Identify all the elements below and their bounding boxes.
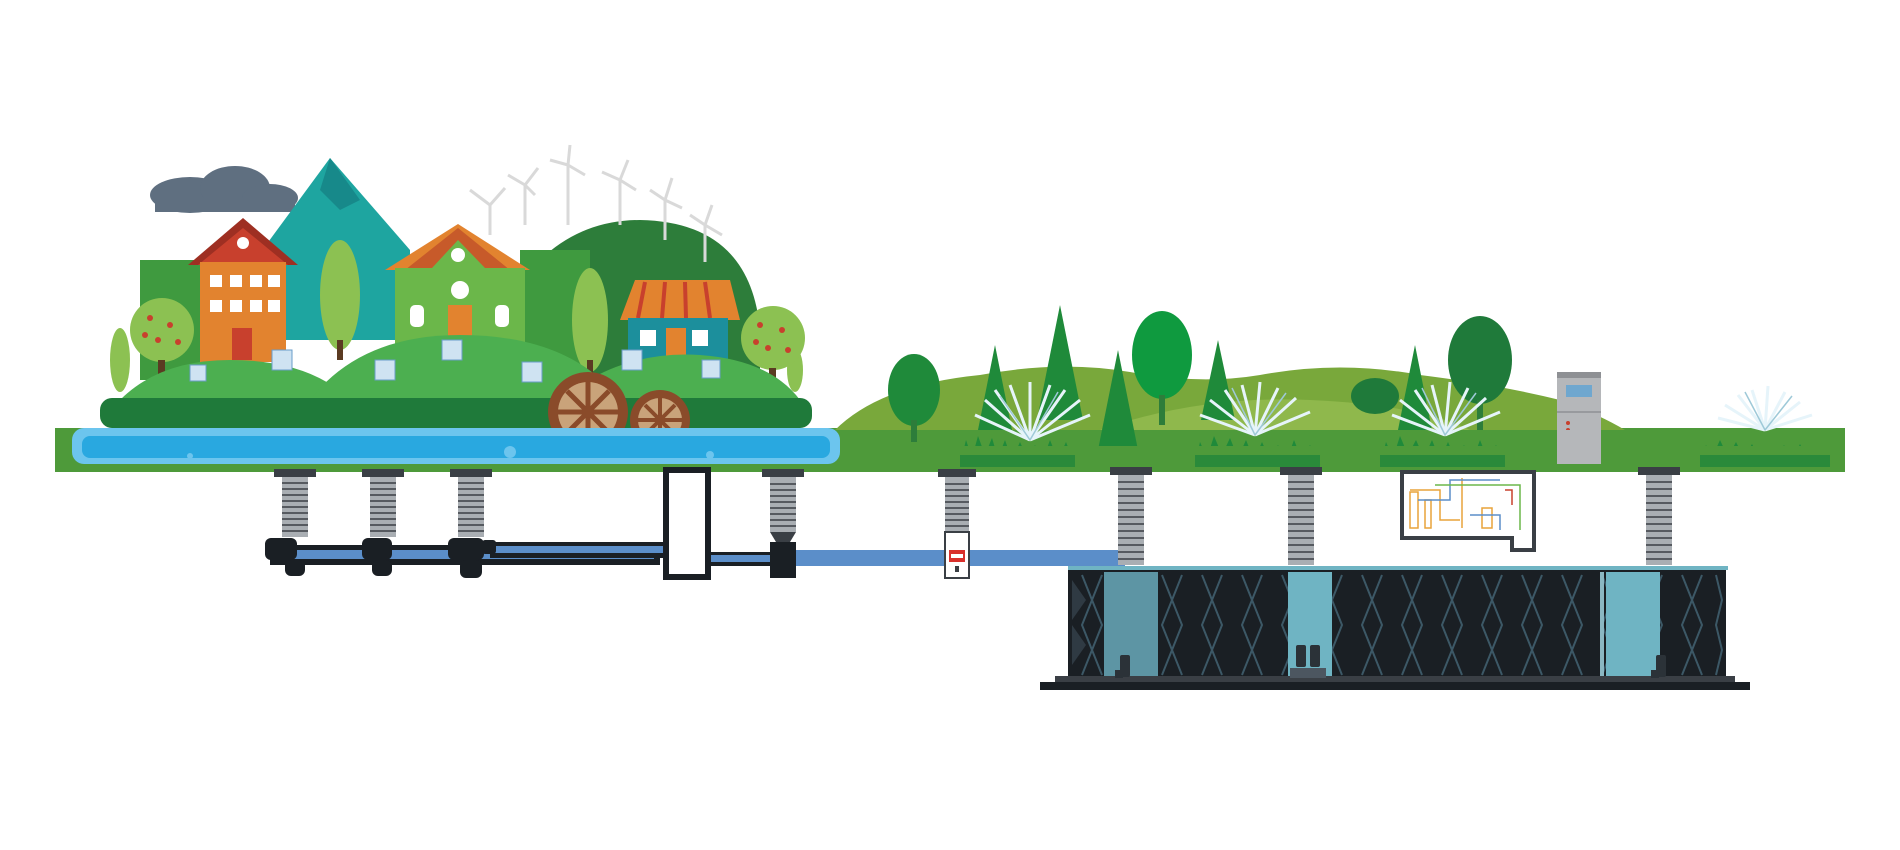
house-icon xyxy=(188,218,298,362)
filter-column-icon xyxy=(362,469,404,537)
solar-panel-icon xyxy=(189,339,721,383)
pump-room-icon xyxy=(1400,470,1536,552)
tree-icon xyxy=(110,240,803,392)
filter-column-icon xyxy=(274,469,316,537)
filter-column-icon xyxy=(762,469,804,578)
hedge-band xyxy=(100,398,812,428)
storage-tank-icon xyxy=(1040,566,1750,690)
filter-column-icon xyxy=(450,469,492,537)
tank-riser-icon xyxy=(1280,467,1322,565)
wind-turbine-icon xyxy=(469,144,723,262)
tank-riser-icon xyxy=(1110,467,1152,565)
water-channel-surface xyxy=(72,428,840,464)
hill-foreground xyxy=(120,335,800,400)
submersible-pump-icon xyxy=(1115,645,1666,678)
bush-base xyxy=(960,455,1830,467)
valve-chamber-icon xyxy=(938,469,976,579)
tank-riser-icon xyxy=(1638,467,1680,565)
cabinet-base xyxy=(1557,430,1601,464)
pine-tree-icon xyxy=(978,305,1432,450)
tree-icon xyxy=(888,311,1512,442)
cloud-icon xyxy=(150,166,298,213)
house-icon xyxy=(620,280,740,360)
inspection-chamber-icon xyxy=(663,467,711,580)
sprinkler-spray-icon xyxy=(974,381,1813,442)
sprinkler-spray-shadow xyxy=(999,387,1793,441)
house-icon xyxy=(385,224,530,350)
pipe-fittings xyxy=(265,538,496,578)
